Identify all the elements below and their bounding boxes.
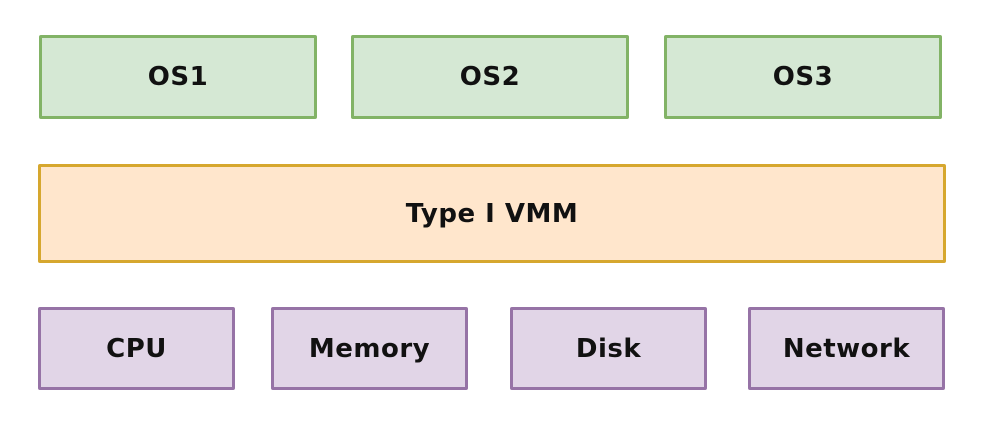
vmm-layer-box: Type I VMM — [38, 164, 946, 263]
hardware-cpu-box: CPU — [38, 307, 235, 390]
hardware-memory-box: Memory — [271, 307, 468, 390]
guest-os-2-box: OS2 — [351, 35, 629, 119]
guest-os-3-box: OS3 — [664, 35, 942, 119]
hardware-disk-box: Disk — [510, 307, 707, 390]
hardware-network-box: Network — [748, 307, 945, 390]
guest-os-1-box: OS1 — [39, 35, 317, 119]
